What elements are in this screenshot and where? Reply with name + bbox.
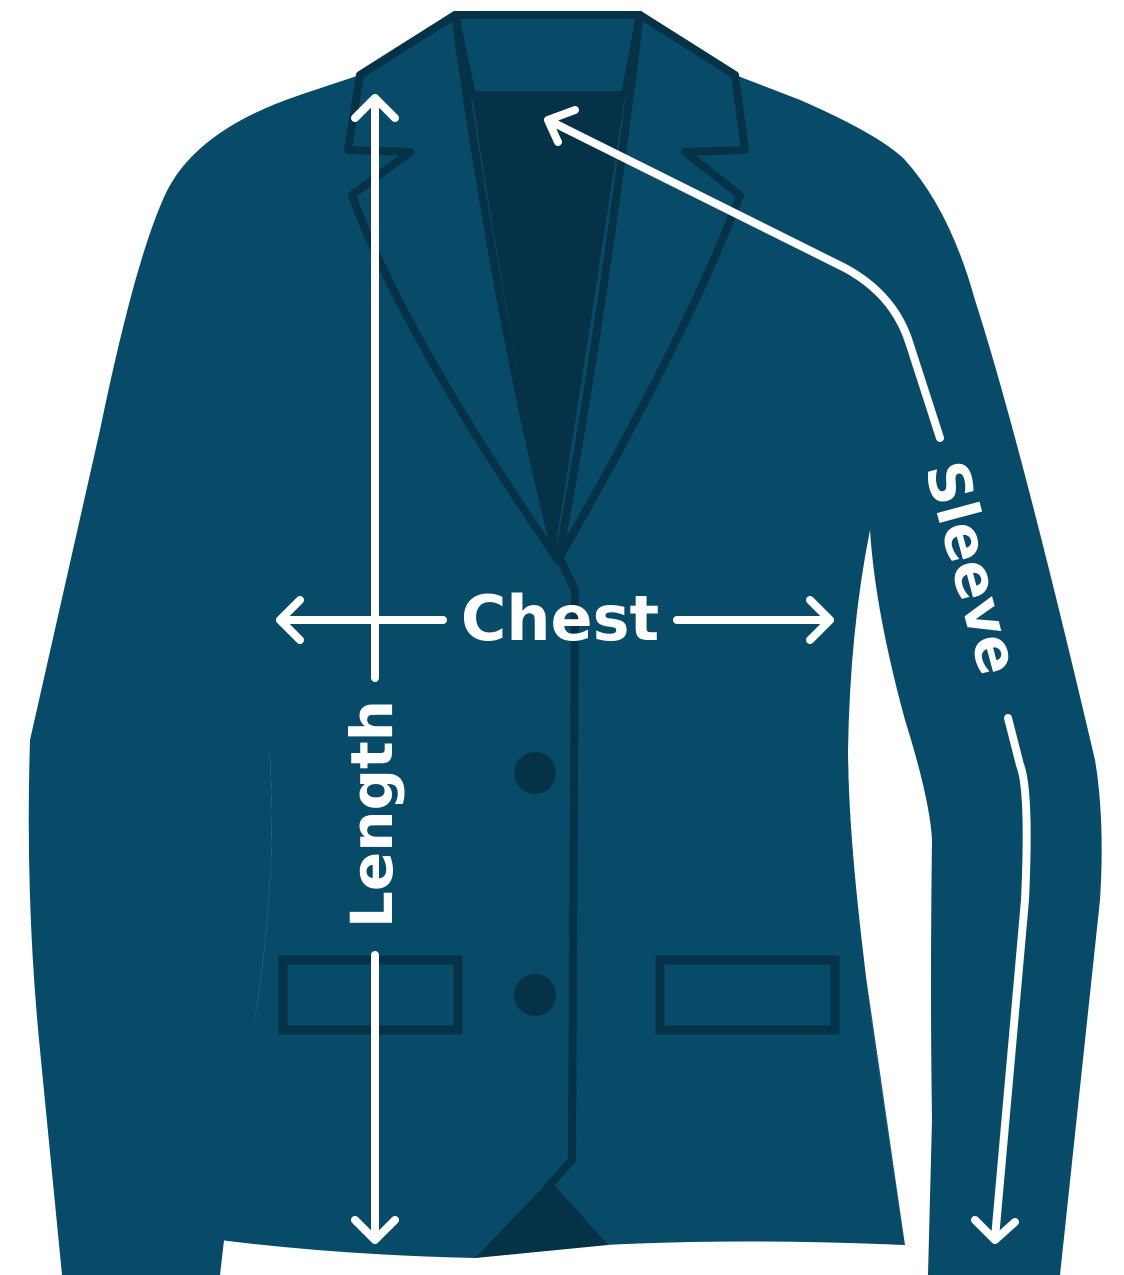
length-label: Length: [338, 700, 406, 928]
collar: [455, 15, 640, 95]
chest-label: Chest: [461, 582, 659, 655]
jacket-button-top: [514, 752, 556, 794]
jacket-button-bottom: [514, 974, 556, 1016]
